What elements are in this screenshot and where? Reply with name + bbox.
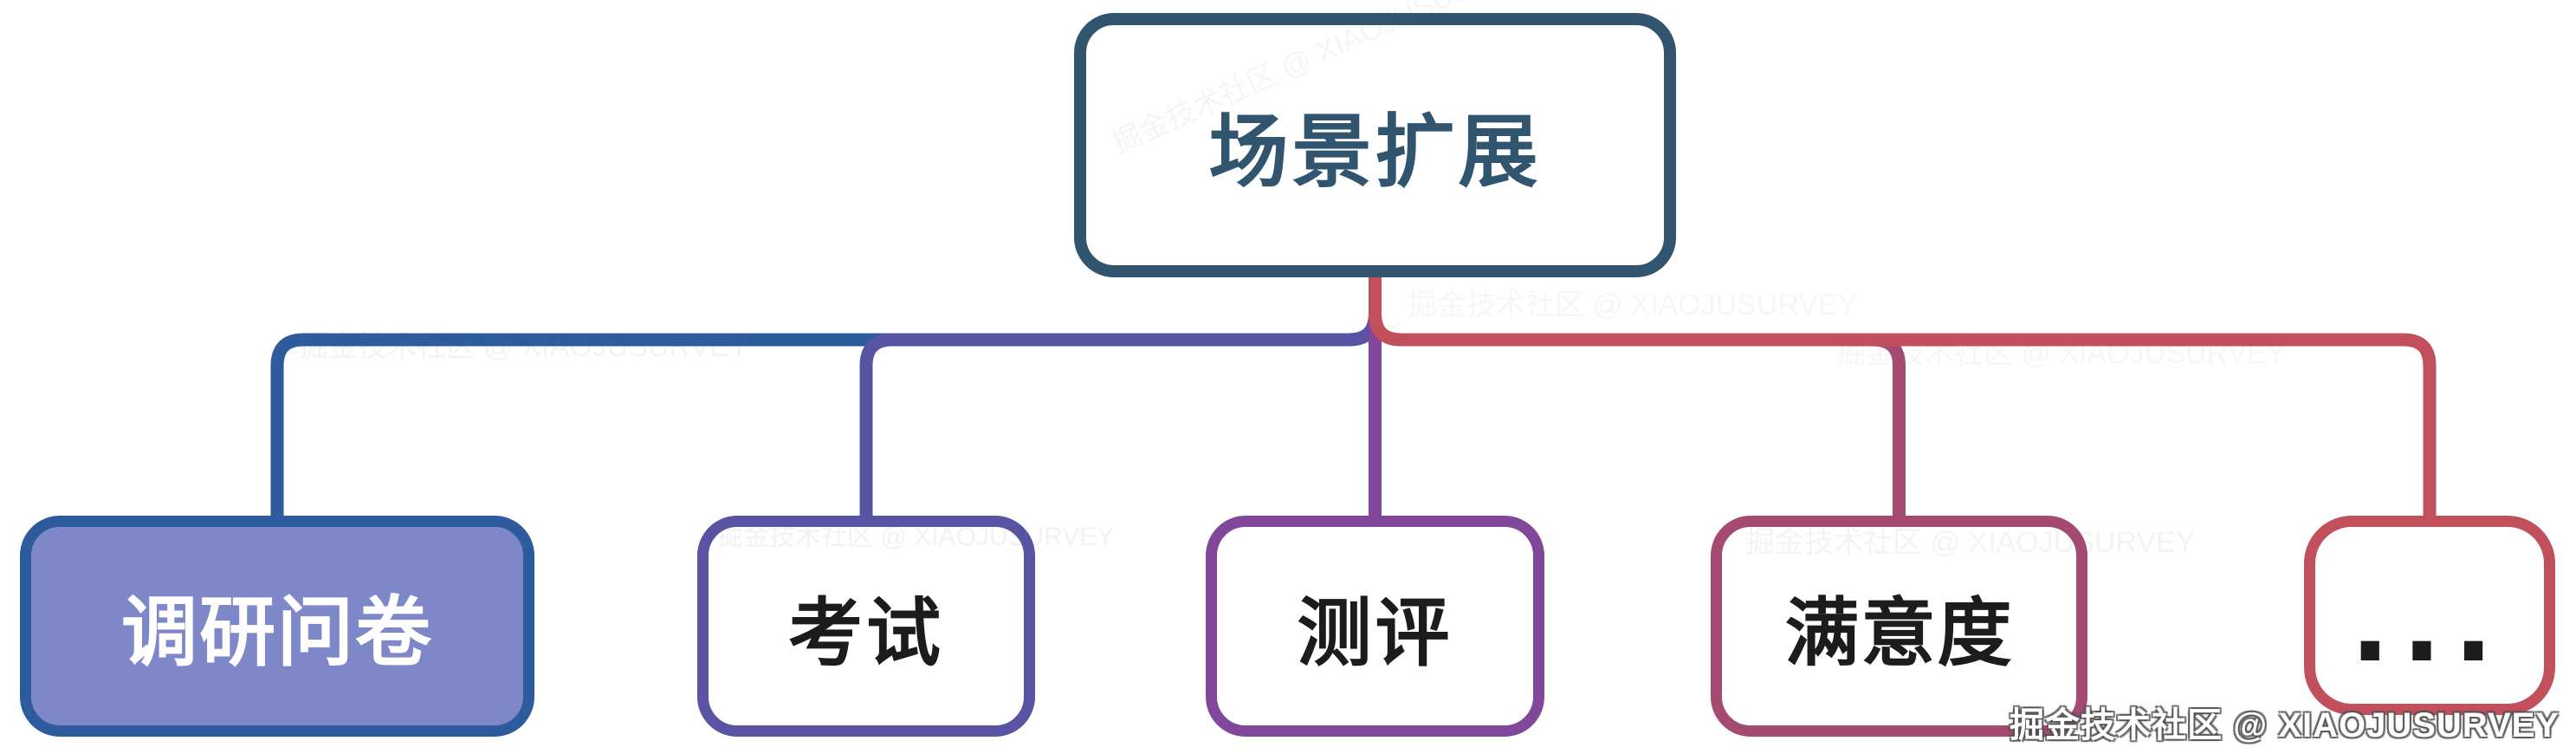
node-survey-questionnaire-label: 调研问卷: [120, 589, 433, 675]
site-watermark: 掘金技术社区 @ XIAOJUSURVEY: [2010, 706, 2560, 744]
node-satisfaction: 满意度: [1711, 516, 2087, 737]
node-more-ellipsis: ...: [2304, 516, 2555, 715]
node-satisfaction-label: 满意度: [1784, 592, 2014, 675]
connector-3: [1369, 272, 1906, 518]
node-assessment-label: 测评: [1297, 592, 1453, 675]
node-survey-questionnaire: 调研问卷: [20, 516, 534, 737]
connector-1: [859, 272, 1382, 518]
node-exam-label: 考试: [788, 592, 944, 675]
node-exam: 考试: [697, 516, 1035, 737]
node-root-label: 场景扩展: [1208, 108, 1542, 197]
node-more-ellipsis-label: ...: [2352, 543, 2508, 688]
connector-0: [270, 272, 1382, 518]
node-assessment: 测评: [1206, 516, 1544, 737]
node-root-scene-expansion: 场景扩展: [1074, 13, 1676, 277]
connector-4: [1369, 272, 2437, 518]
